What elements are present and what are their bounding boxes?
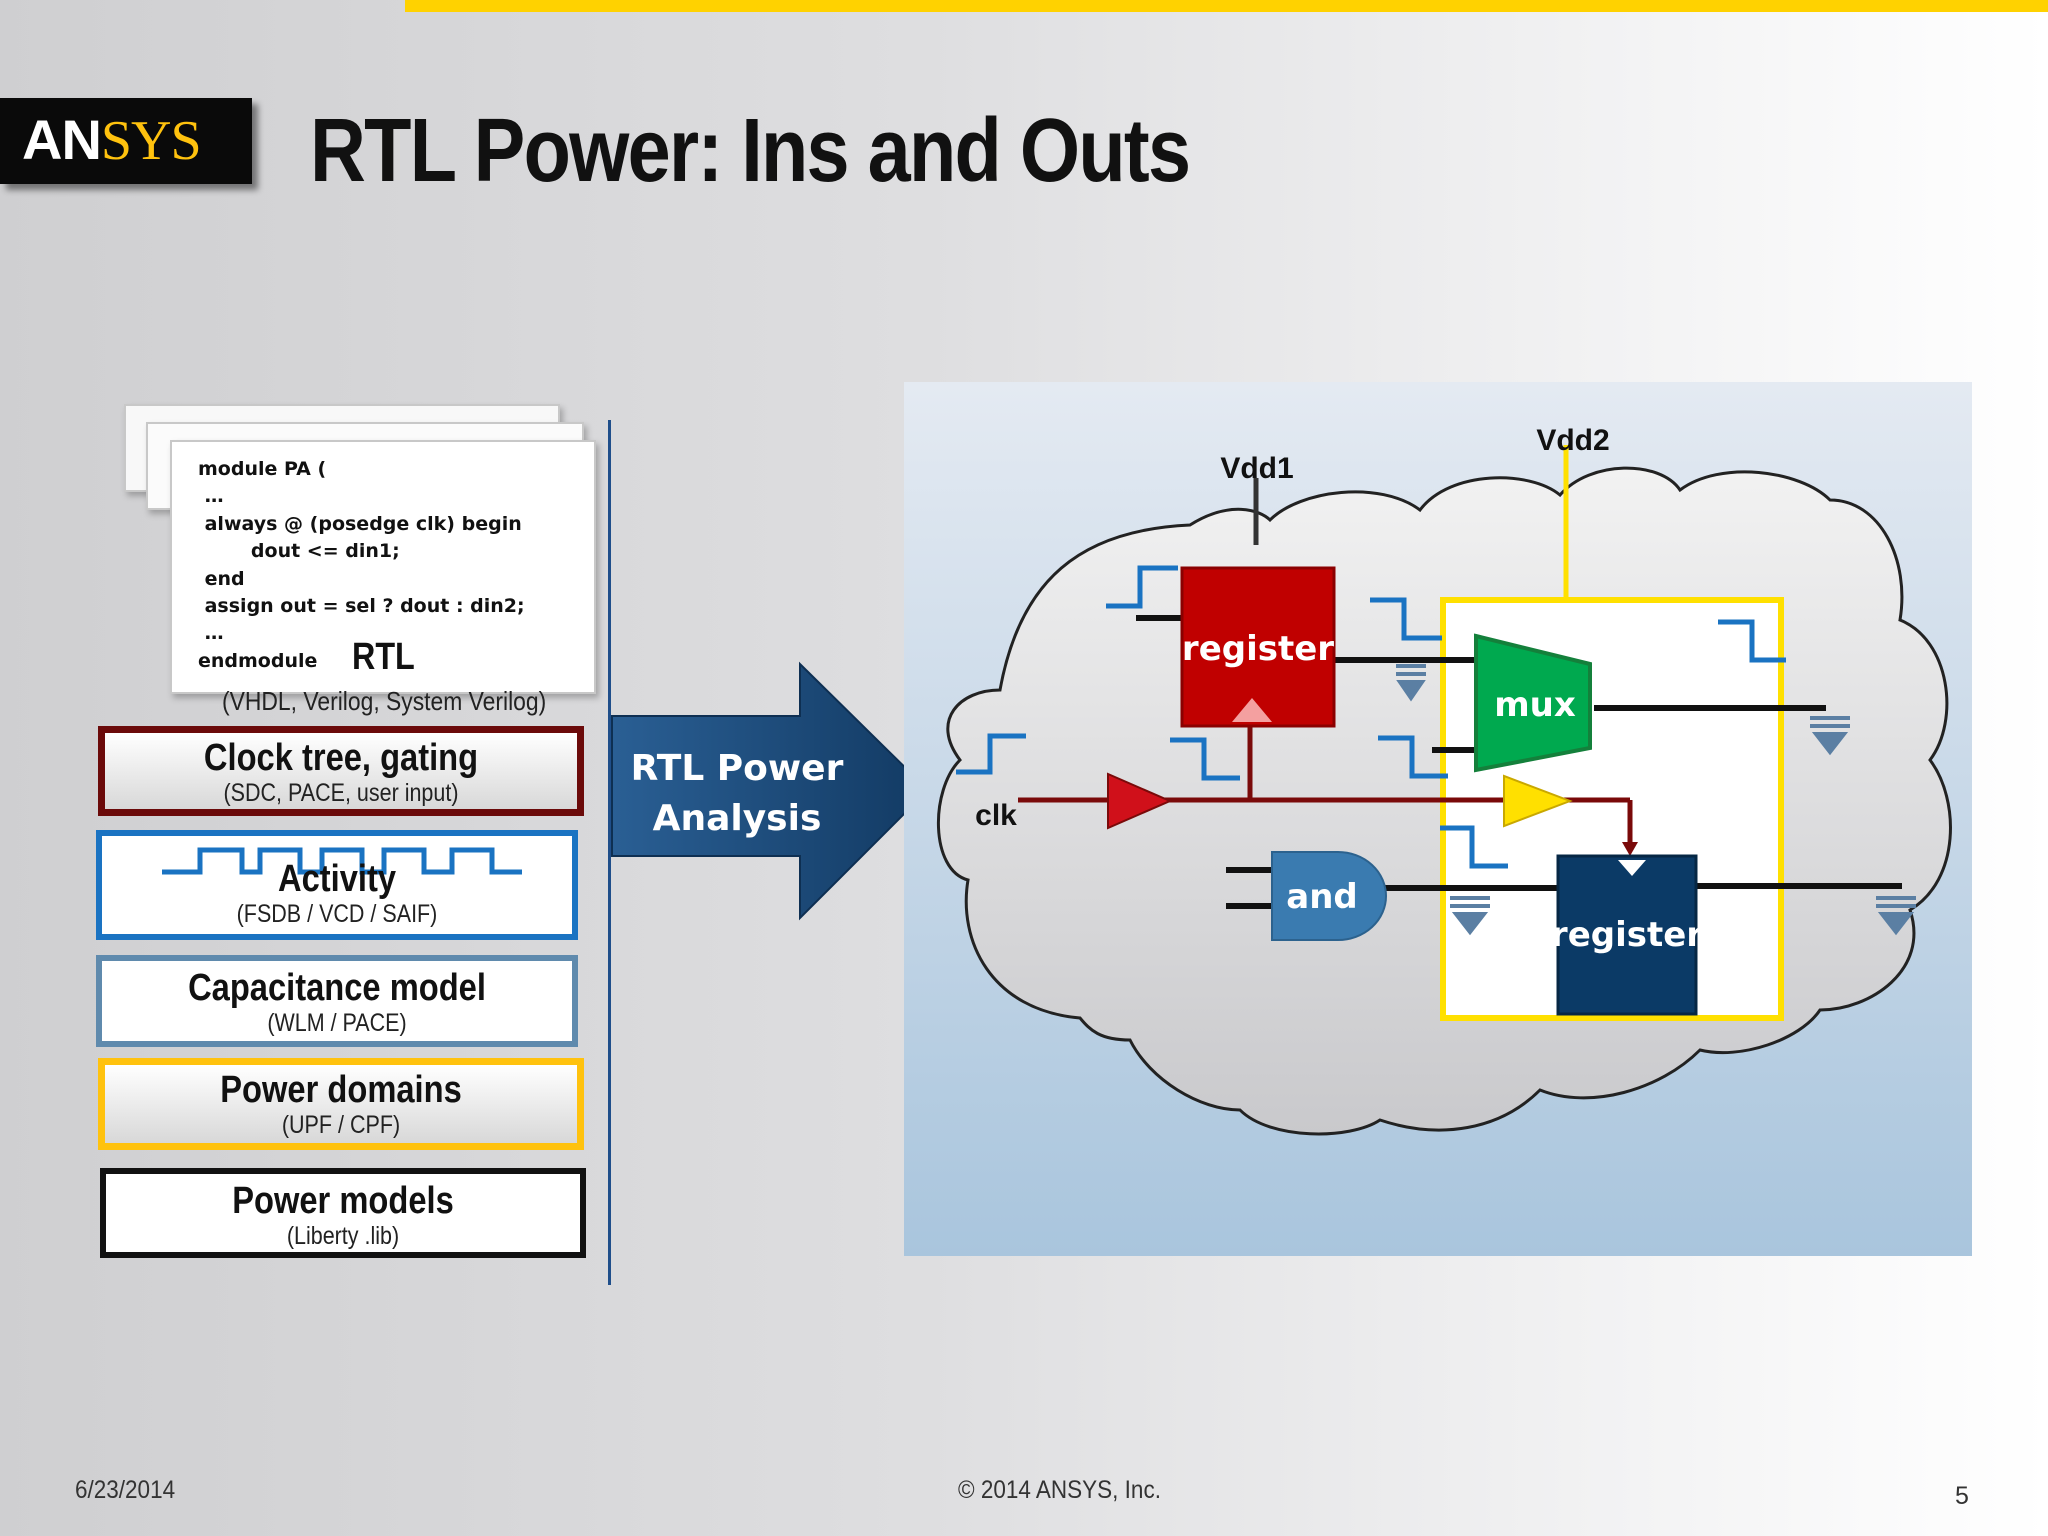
register2-label: register	[1551, 915, 1703, 955]
input-title: Power models	[232, 1180, 454, 1222]
code-sheet-front: module PA ( … always @ (posedge clk) beg…	[170, 440, 596, 694]
footer-date: 6/23/2014	[75, 1476, 176, 1504]
mux-block	[1474, 633, 1592, 773]
and-gate-label: and	[1286, 877, 1358, 917]
input-title: Clock tree, gating	[203, 737, 479, 779]
vdd2-label: Vdd2	[1536, 424, 1609, 457]
vdd1-label: Vdd1	[1220, 452, 1293, 485]
top-accent-bar	[405, 0, 2048, 12]
code-line: end	[198, 568, 245, 590]
input-power-models: Power models (Liberty .lib)	[100, 1168, 586, 1258]
register1-label: register	[1182, 629, 1334, 669]
activity-waveform-icon	[162, 847, 522, 875]
rtl-label: RTL	[352, 636, 415, 678]
and-gate-block	[1271, 851, 1387, 941]
input-power-domains: Power domains (UPF / CPF)	[98, 1058, 584, 1150]
input-subtitle: (UPF / CPF)	[281, 1111, 401, 1139]
input-subtitle: (SDC, PACE, user input)	[223, 779, 459, 807]
ansys-logo: ANSYS	[0, 98, 252, 184]
arrow-label-line2: Analysis	[653, 798, 822, 839]
analysis-arrow	[611, 661, 930, 921]
mux-label: mux	[1494, 685, 1576, 725]
register1-block	[1180, 566, 1336, 728]
clk-label: clk	[975, 799, 1017, 832]
logo-text-white: AN	[22, 108, 102, 171]
input-clock-tree: Clock tree, gating (SDC, PACE, user inpu…	[98, 726, 584, 816]
clock-buffer-yellow	[1503, 774, 1573, 828]
input-subtitle: (Liberty .lib)	[286, 1222, 400, 1250]
waveform-icons	[956, 565, 1786, 869]
code-line: …	[198, 622, 224, 644]
code-line: dout <= din1;	[198, 540, 400, 562]
input-title: Activity	[277, 858, 397, 900]
arrow-label-line1: RTL Power	[631, 748, 844, 789]
page-number: 5	[1955, 1482, 1969, 1510]
register2-block	[1556, 854, 1698, 1016]
input-title: Power domains	[220, 1069, 462, 1111]
input-subtitle: (FSDB / VCD / SAIF)	[236, 900, 438, 928]
input-capacitance-model: Capacitance model (WLM / PACE)	[96, 955, 578, 1047]
code-line: module PA (	[198, 458, 327, 480]
clock-buffer-red	[1107, 772, 1173, 830]
slide-title: RTL Power: Ins and Outs	[310, 101, 1191, 201]
input-activity: Activity (FSDB / VCD / SAIF)	[96, 830, 578, 940]
code-line: …	[198, 485, 224, 507]
logo-text-yellow: SYS	[100, 110, 202, 172]
footer-copyright: © 2014 ANSYS, Inc.	[958, 1476, 1161, 1504]
rtl-formats: (VHDL, Verilog, System Verilog)	[222, 686, 547, 716]
divider-line	[608, 420, 611, 1285]
capacitor-icons	[1396, 664, 1916, 936]
code-line: assign out = sel ? dout : din2;	[198, 595, 525, 617]
code-line: always @ (posedge clk) begin	[198, 513, 522, 535]
input-subtitle: (WLM / PACE)	[267, 1009, 407, 1037]
code-line: endmodule	[198, 650, 318, 672]
input-title: Capacitance model	[188, 967, 486, 1009]
